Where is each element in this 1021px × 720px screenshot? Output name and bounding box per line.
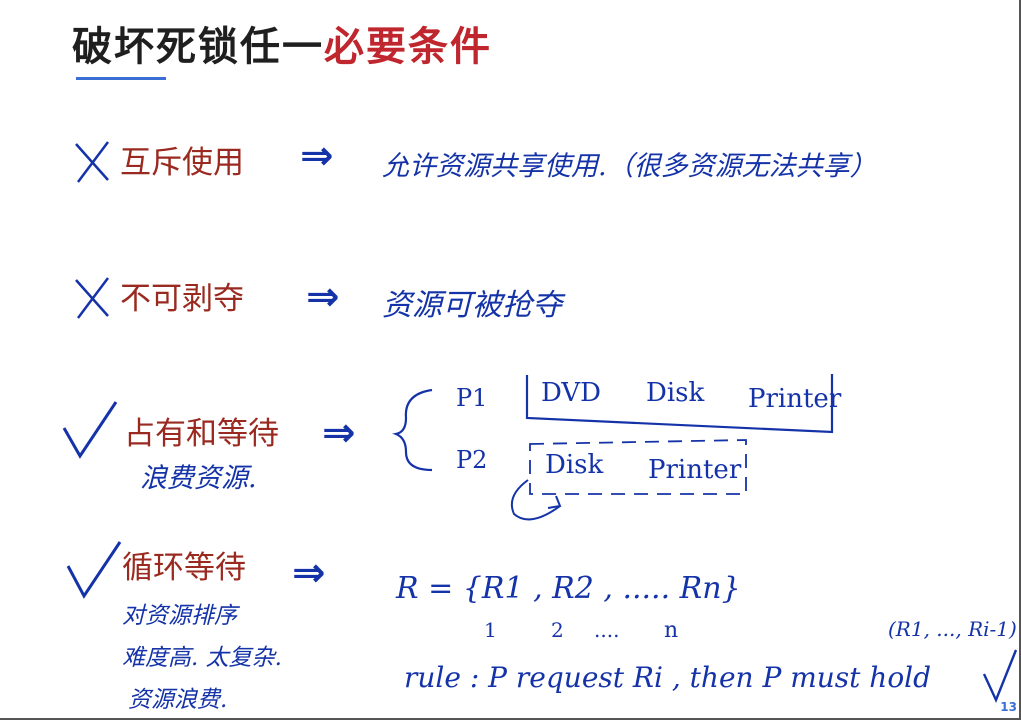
cross-mark-icon (75, 277, 109, 319)
resource-disk: Disk (646, 378, 705, 408)
note-resource-waste: 浪费资源. (140, 463, 257, 494)
note-order-resources: 对资源排序 (122, 603, 237, 629)
note-resource-sharing: 允许资源共享使用.（很多资源无法共享） (382, 151, 877, 182)
title-prefix: 破坏死锁任一 (72, 24, 324, 70)
frame-border (0, 718, 1021, 720)
implies-arrow: ⇒ (300, 133, 334, 179)
slide-title: 破坏死锁任一必要条件 (72, 14, 492, 72)
frame-border (1019, 0, 1021, 720)
note-waste: 资源浪费. (128, 687, 228, 713)
title-highlight: 必要条件 (324, 24, 492, 70)
resource-dvd: DVD (541, 378, 602, 408)
note-high-difficulty: 难度高. 太复杂. (122, 645, 282, 671)
index-dots: .... (594, 618, 620, 642)
implies-arrow: ⇒ (306, 274, 340, 320)
condition-circular-wait: 循环等待 (122, 550, 246, 586)
index-1: 1 (484, 618, 497, 642)
resource-printer: Printer (648, 455, 742, 485)
index-2: 2 (551, 618, 564, 642)
cross-mark-icon (75, 141, 109, 183)
page-number: 13 (1000, 700, 1017, 714)
held-resources: (R1, ..., Ri-1) (888, 617, 1017, 641)
implies-arrow: ⇒ (322, 410, 356, 456)
check-mark-icon (66, 541, 122, 599)
title-underline (76, 77, 166, 80)
ordering-rule: rule : P request Ri , then P must hold (404, 661, 932, 694)
resource-disk: Disk (545, 450, 604, 480)
check-mark-icon (62, 401, 118, 459)
condition-mutual-exclusion: 互斥使用 (120, 145, 244, 181)
condition-hold-and-wait: 占有和等待 (124, 416, 279, 452)
resource-set-formula: R = {R1 , R2 , ..... Rn} (396, 571, 741, 606)
implies-arrow: ⇒ (292, 550, 326, 596)
index-n: n (664, 618, 679, 643)
process-p2-label: P2 (456, 446, 488, 474)
process-p1-label: P1 (456, 384, 488, 412)
note-preemptable: 资源可被抢夺 (382, 288, 562, 323)
condition-no-preemption: 不可剥夺 (120, 281, 244, 317)
resource-printer: Printer (748, 384, 842, 414)
